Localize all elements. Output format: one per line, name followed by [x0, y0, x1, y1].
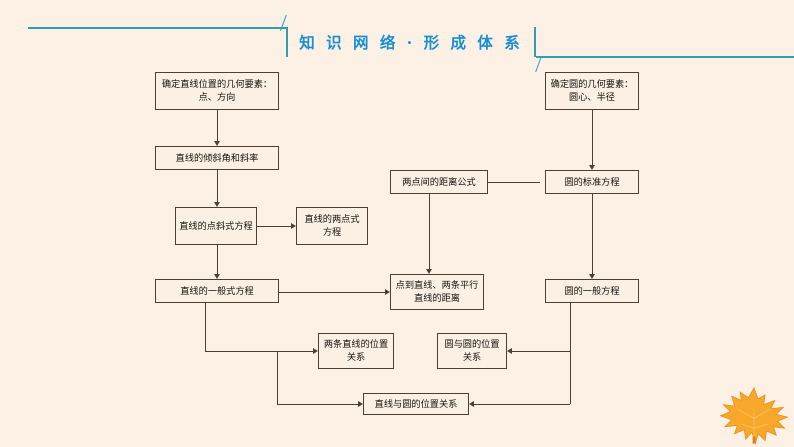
edge-n13-n9-vert — [570, 351, 571, 404]
node-circle-general-equation[interactable]: 圆的一般方程 — [545, 279, 639, 303]
header-rule-right — [536, 56, 794, 58]
edge-n1-n2-arrow — [213, 141, 220, 146]
node-label: 圆的一般方程 — [564, 285, 620, 297]
edge-n13-n10-arrow — [507, 347, 512, 354]
node-label: 点到直线、两条平行直线的距离 — [395, 280, 479, 304]
node-circle-standard-equation[interactable]: 圆的标准方程 — [545, 170, 639, 194]
header-rule-left — [28, 27, 286, 29]
title-bracket-right — [534, 27, 536, 57]
node-label: 两条直线的位置关系 — [323, 339, 389, 363]
edge-n5-n7-arrow — [385, 288, 390, 295]
node-distance-between-two-points[interactable]: 两点间的距离公式 — [390, 170, 488, 194]
edge-n3-n4 — [257, 226, 291, 227]
edge-n5-n8-vert — [205, 303, 206, 351]
edge-n1-n2 — [217, 110, 218, 141]
edge-n5-n9-arrow — [358, 400, 363, 407]
edge-n6-n7 — [429, 194, 430, 269]
edge-n13-n10-vert — [570, 303, 571, 351]
edge-n2-n3-arrow — [213, 202, 220, 207]
node-general-line-form[interactable]: 直线的一般式方程 — [155, 279, 279, 303]
node-label: 直线的两点式方程 — [304, 214, 360, 238]
node-label: 直线的倾斜角和斜率 — [175, 152, 259, 164]
node-line-inclination-slope[interactable]: 直线的倾斜角和斜率 — [155, 146, 279, 170]
node-line-geometry-elements[interactable]: 确定直线位置的几何要素：点、方向 — [155, 72, 279, 110]
node-circle-geometry-elements[interactable]: 确定圆的几何要素：圆心、半径 — [545, 72, 639, 110]
edge-n5-n8-arrow — [313, 347, 318, 354]
node-label: 圆与圆的位置关系 — [444, 339, 500, 363]
edge-n3-n4-arrow — [291, 222, 296, 229]
edge-n6-n12 — [488, 182, 540, 183]
edge-n13-n10-horiz — [512, 351, 570, 352]
node-line-circle-relation[interactable]: 直线与圆的位置关系 — [363, 393, 469, 415]
node-label: 直线的点斜式方程 — [179, 220, 253, 232]
edge-n13-n9-arrow — [469, 400, 474, 407]
edge-n5-n8-horiz2 — [277, 351, 313, 352]
edge-n12-n13 — [592, 194, 593, 274]
edge-n5-n9-horiz — [277, 404, 358, 405]
edge-n3-n5-arrow — [213, 274, 220, 279]
edge-n5-n7 — [279, 292, 385, 293]
title-bracket-diagonal-right — [535, 55, 543, 73]
node-two-lines-relation[interactable]: 两条直线的位置关系 — [318, 333, 394, 369]
edge-n11-n12 — [592, 110, 593, 165]
edge-n11-n12-arrow — [588, 165, 595, 170]
edge-n12-n13-arrow — [588, 274, 595, 279]
node-label: 直线的一般式方程 — [180, 285, 254, 297]
edge-n5-n9-vert — [277, 351, 278, 404]
page-title: 知 识 网 络 · 形 成 体 系 — [299, 33, 523, 52]
edge-n13-n9-horiz — [474, 404, 570, 405]
node-label: 两点间的距离公式 — [402, 176, 476, 188]
edge-n3-n5 — [217, 245, 218, 274]
edge-n2-n3 — [217, 170, 218, 202]
node-two-point-form[interactable]: 直线的两点式方程 — [296, 207, 368, 245]
maple-leaf-icon — [719, 386, 789, 445]
node-label: 确定直线位置的几何要素：点、方向 — [161, 79, 273, 103]
node-circle-circle-relation[interactable]: 圆与圆的位置关系 — [437, 333, 507, 369]
title-bracket-left — [286, 27, 288, 57]
edge-n6-n7-arrow — [425, 269, 432, 274]
node-label: 确定圆的几何要素：圆心、半径 — [550, 79, 634, 103]
edge-n5-n8-horiz — [205, 351, 277, 352]
node-point-slope-form[interactable]: 直线的点斜式方程 — [175, 207, 257, 245]
node-label: 圆的标准方程 — [564, 176, 620, 188]
node-label: 直线与圆的位置关系 — [374, 398, 458, 410]
node-point-to-line-distance[interactable]: 点到直线、两条平行直线的距离 — [390, 274, 484, 310]
